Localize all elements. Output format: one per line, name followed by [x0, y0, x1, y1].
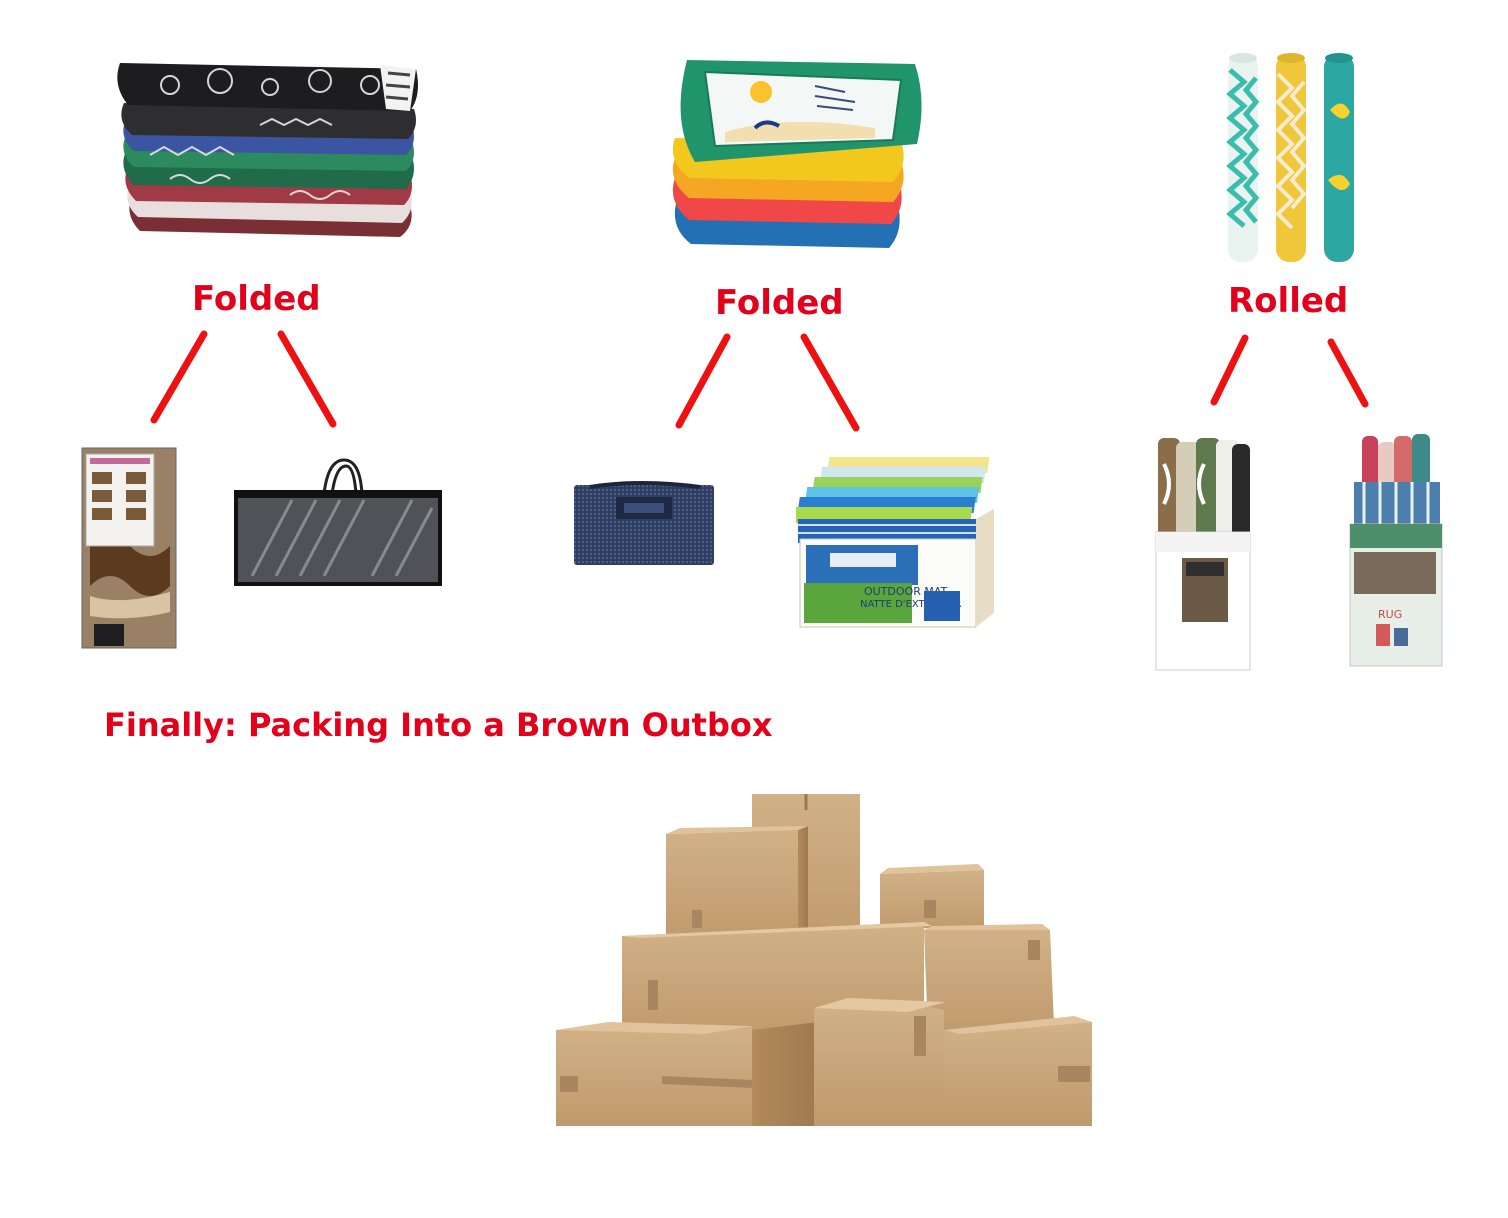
branch-label-rolled: Rolled	[1228, 281, 1349, 321]
cardboard-boxes-image	[556, 794, 1092, 1126]
connector-line	[150, 330, 208, 424]
connector-line	[800, 333, 860, 432]
box	[924, 924, 1054, 1034]
box	[880, 864, 984, 930]
connector-line	[277, 330, 337, 428]
rolled-mats-white-display-image	[1155, 438, 1251, 671]
fabric-carry-bag-image	[574, 481, 714, 565]
folded-patterned-mats-image	[117, 63, 418, 237]
box	[814, 998, 946, 1126]
display-text: RUG	[1378, 608, 1402, 621]
branch-label-folded-2: Folded	[715, 283, 844, 323]
branch-label-folded-1: Folded	[192, 279, 321, 319]
zipper-carry-bag-image	[234, 458, 442, 586]
rolled-mats-green-display-image: RUG	[1349, 434, 1443, 667]
connector-line	[1210, 334, 1249, 406]
box	[752, 1022, 818, 1126]
folded-beach-mats-image	[672, 60, 922, 248]
box	[666, 826, 808, 940]
mat-display-box-image: OUTDOOR MAT NATTE D'EXTERIEUR	[796, 457, 994, 628]
connector-line	[1327, 338, 1369, 408]
final-step-label: Finally: Packing Into a Brown Outbox	[104, 706, 773, 744]
box	[556, 1022, 753, 1126]
box-text-line2: NATTE D'EXTERIEUR	[860, 599, 961, 610]
connector-line	[675, 333, 731, 429]
rolled-mats-image	[1226, 53, 1354, 262]
card-insert-pack-image	[81, 447, 177, 649]
box	[944, 1016, 1092, 1126]
